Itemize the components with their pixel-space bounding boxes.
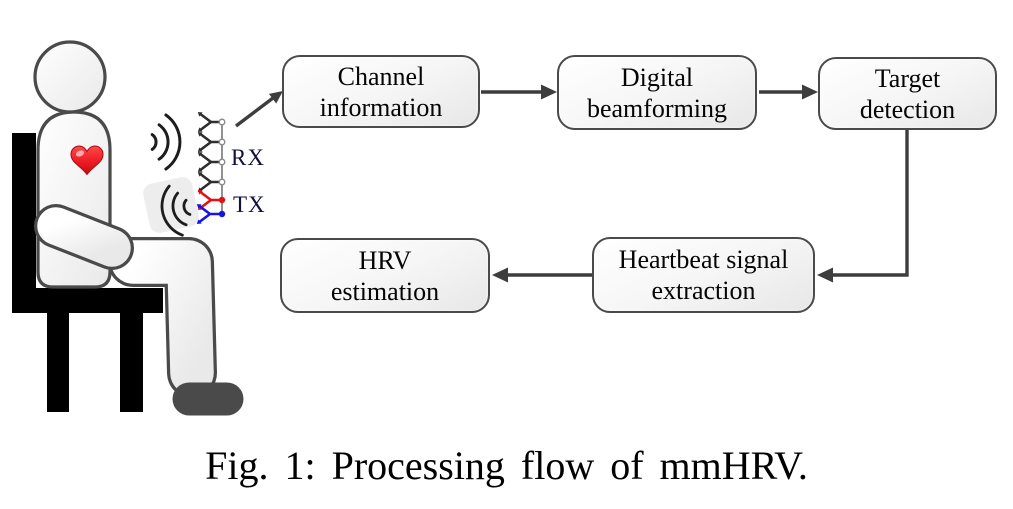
box-label-line: information [319, 92, 443, 122]
antenna-node [218, 158, 226, 166]
flow-box-hrv-estimation: HRV estimation [280, 238, 490, 313]
flow-box-digital-beamforming: Digital beamforming [557, 55, 757, 130]
chair-back-leg [120, 310, 143, 412]
arrow-channel-to-digital [481, 84, 557, 100]
tx-antenna-blue-icon [195, 202, 223, 226]
antenna-node-red [218, 196, 226, 204]
heart-icon [70, 145, 104, 176]
seated-person [33, 40, 244, 416]
tx-wave-icon [160, 184, 192, 237]
box-label-line: Channel [337, 61, 425, 91]
box-label-line: detection [859, 94, 956, 124]
flow-arrows [234, 84, 909, 283]
box-label-line: Heartbeat signal [618, 245, 789, 274]
tx-label: TX [233, 192, 266, 217]
rx-antenna-icon [196, 150, 224, 174]
arrow-heartbeat-to-hrv [492, 267, 592, 283]
chair-backrest [12, 133, 36, 313]
antenna-node [218, 138, 226, 146]
chair-seat [12, 288, 163, 313]
box-label-line: beamforming [586, 93, 728, 123]
figure-caption: Fig. 1: Processing flow of mmHRV. [205, 443, 808, 488]
chair [12, 133, 163, 412]
arrow-target-to-heartbeat [817, 130, 909, 283]
flow-box-target-detection: Target detection [818, 57, 997, 130]
person-head [33, 40, 107, 114]
box-label-line: HRV [358, 245, 412, 275]
antenna-node-blue [218, 210, 226, 218]
arrow-digital-to-target [759, 84, 818, 100]
rx-antenna-icon [196, 130, 224, 154]
flow-box-heartbeat-signal-extraction: Heartbeat signal extraction [592, 237, 815, 313]
box-label-line: Digital [620, 62, 694, 92]
box-label-line: Target [874, 63, 941, 93]
box-label-line: extraction [651, 276, 756, 305]
antenna-node [218, 118, 226, 126]
rx-antenna-icon [196, 170, 224, 194]
arrow-antenna-to-channel [234, 91, 283, 128]
rx-antenna-icon [196, 110, 224, 134]
chair-front-leg [47, 310, 69, 412]
rx-label: RX [231, 145, 265, 170]
rx-wave-icon [150, 113, 182, 171]
person-arm [37, 207, 131, 267]
tx-wave-background [143, 177, 199, 233]
antenna-array [195, 110, 226, 226]
person-leg [111, 240, 214, 395]
antenna-node [218, 178, 226, 186]
box-label-line: estimation [330, 276, 440, 306]
flow-box-channel-information: Channel information [282, 55, 480, 128]
